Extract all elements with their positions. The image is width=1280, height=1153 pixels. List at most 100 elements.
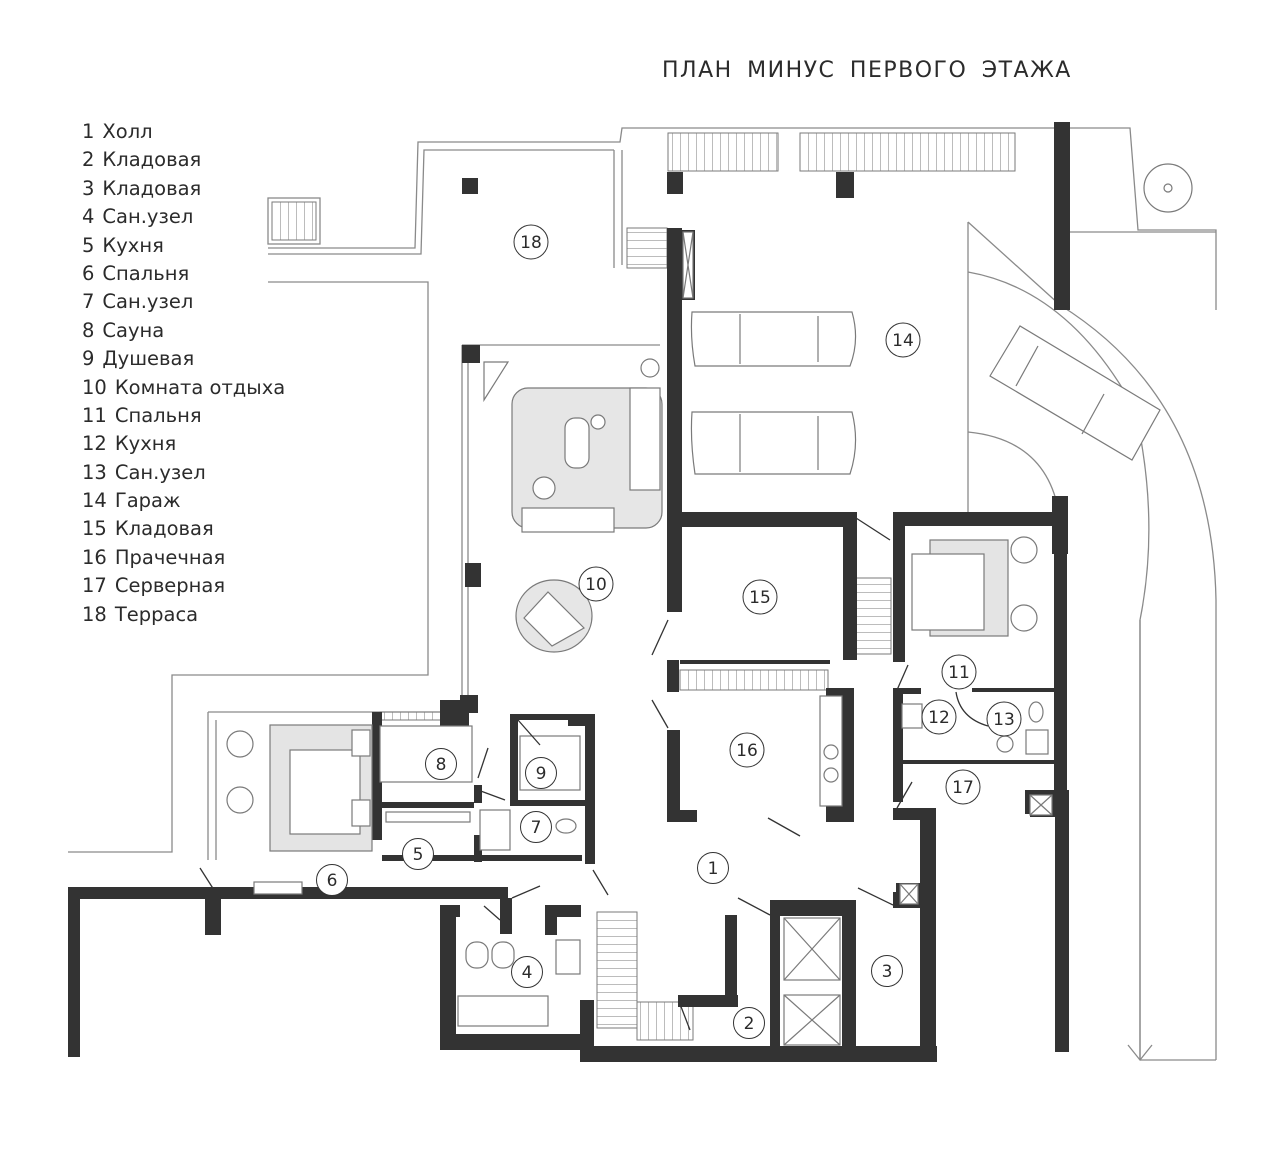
legend-room-name: Кухня bbox=[102, 233, 164, 257]
room-marker: 5 bbox=[402, 838, 434, 870]
legend-item: 12 Кухня bbox=[82, 430, 285, 458]
svg-text:2: 2 bbox=[744, 1014, 755, 1034]
room-marker: 1 bbox=[697, 852, 729, 884]
legend-number: 2 bbox=[82, 148, 95, 172]
legend-item: 7 Сан.узел bbox=[82, 288, 285, 316]
stair-garage-top-1 bbox=[667, 132, 779, 172]
stair-garage-top-2 bbox=[799, 132, 1016, 172]
svg-text:11: 11 bbox=[948, 663, 970, 683]
svg-text:14: 14 bbox=[892, 331, 914, 351]
legend-number: 3 bbox=[82, 176, 95, 200]
stair-hall-main bbox=[596, 911, 638, 1029]
sofa bbox=[521, 507, 615, 533]
legend-number: 15 bbox=[82, 517, 107, 541]
legend-item: 9 Душевая bbox=[82, 345, 285, 373]
room-marker: 3 bbox=[871, 955, 903, 987]
room-marker: 11 bbox=[941, 654, 977, 690]
stair-garage-left bbox=[626, 227, 668, 269]
svg-text:7: 7 bbox=[531, 818, 542, 838]
svg-text:3: 3 bbox=[882, 962, 893, 982]
room-marker: 2 bbox=[733, 1007, 765, 1039]
legend-room-name: Кладовая bbox=[102, 176, 202, 200]
legend-item: 5 Кухня bbox=[82, 232, 285, 260]
legend-number: 11 bbox=[82, 403, 107, 427]
room-marker: 18 bbox=[513, 224, 549, 260]
room-marker: 4 bbox=[511, 956, 543, 988]
legend-item: 1 Холл bbox=[82, 118, 285, 146]
room-marker: 15 bbox=[742, 579, 778, 615]
legend-room-name: Кухня bbox=[114, 432, 177, 456]
legend-room-name: Спальня bbox=[102, 261, 190, 285]
legend-number: 4 bbox=[82, 205, 95, 229]
room-marker: 16 bbox=[729, 732, 765, 768]
svg-text:15: 15 bbox=[749, 588, 771, 608]
legend-room-name: Сан.узел bbox=[114, 460, 206, 484]
legend-item: 11 Спальня bbox=[82, 402, 285, 430]
legend-number: 13 bbox=[82, 460, 107, 484]
svg-text:12: 12 bbox=[928, 708, 950, 728]
legend-room-name: Кладовая bbox=[114, 517, 214, 541]
stair-bedroom6 bbox=[379, 711, 443, 721]
room-marker: 17 bbox=[945, 769, 981, 805]
legend-room-name: Серверная bbox=[114, 574, 226, 598]
room-marker: 12 bbox=[921, 699, 957, 735]
sofa bbox=[629, 387, 661, 491]
legend-room-name: Комната отдыха bbox=[114, 375, 286, 399]
room-marker: 10 bbox=[578, 566, 614, 602]
legend-number: 6 bbox=[82, 261, 95, 285]
svg-text:10: 10 bbox=[585, 575, 607, 595]
legend-number: 7 bbox=[82, 290, 95, 314]
legend-number: 14 bbox=[82, 489, 107, 513]
room-marker: 7 bbox=[520, 811, 552, 843]
svg-text:5: 5 bbox=[413, 845, 424, 865]
svg-text:13: 13 bbox=[993, 710, 1015, 730]
legend-number: 10 bbox=[82, 375, 107, 399]
doors bbox=[199, 517, 989, 1031]
legend-number: 16 bbox=[82, 545, 107, 569]
svg-text:9: 9 bbox=[536, 764, 547, 784]
legend-room-name: Холл bbox=[102, 120, 153, 143]
legend-item: 13 Сан.узел bbox=[82, 459, 285, 487]
stair-laundry bbox=[679, 669, 829, 691]
legend-number: 9 bbox=[82, 347, 95, 371]
legend-room-name: Терраса bbox=[114, 602, 199, 626]
furniture bbox=[226, 163, 1193, 1046]
svg-text:4: 4 bbox=[522, 963, 533, 983]
legend-room-name: Сан.узел bbox=[102, 290, 194, 314]
legend-number: 18 bbox=[82, 602, 107, 626]
room-marker: 6 bbox=[316, 864, 348, 896]
legend-room-name: Прачечная bbox=[114, 545, 226, 569]
svg-text:16: 16 bbox=[736, 741, 758, 761]
svg-text:6: 6 bbox=[327, 871, 338, 891]
room-marker: 8 bbox=[425, 748, 457, 780]
legend-room-name: Гараж bbox=[114, 489, 181, 513]
legend-number: 5 bbox=[82, 233, 95, 257]
stair-corridor bbox=[854, 577, 892, 655]
legend-item: 16 Прачечная bbox=[82, 544, 285, 572]
room-marker: 9 bbox=[525, 757, 557, 789]
bed bbox=[289, 749, 361, 835]
legend-room-name: Сауна bbox=[102, 318, 165, 342]
legend-room-name: Спальня bbox=[114, 403, 202, 427]
legend-item: 10 Комната отдыха bbox=[82, 374, 285, 402]
legend-number: 12 bbox=[82, 432, 107, 456]
tree-icon bbox=[1143, 163, 1193, 213]
legend-item: 3 Кладовая bbox=[82, 175, 285, 203]
legend-number: 1 bbox=[82, 120, 95, 143]
legend-item: 15 Кладовая bbox=[82, 515, 285, 543]
svg-text:18: 18 bbox=[520, 233, 542, 253]
legend-item: 18 Терраса bbox=[82, 601, 285, 629]
stair-top-left bbox=[271, 201, 317, 241]
car-icon bbox=[690, 411, 857, 475]
legend-room-name: Душевая bbox=[102, 347, 195, 371]
bed bbox=[911, 553, 985, 631]
room-marker: 14 bbox=[885, 322, 921, 358]
coffee-table bbox=[564, 417, 590, 469]
svg-text:1: 1 bbox=[708, 859, 719, 879]
legend-item: 6 Спальня bbox=[82, 260, 285, 288]
